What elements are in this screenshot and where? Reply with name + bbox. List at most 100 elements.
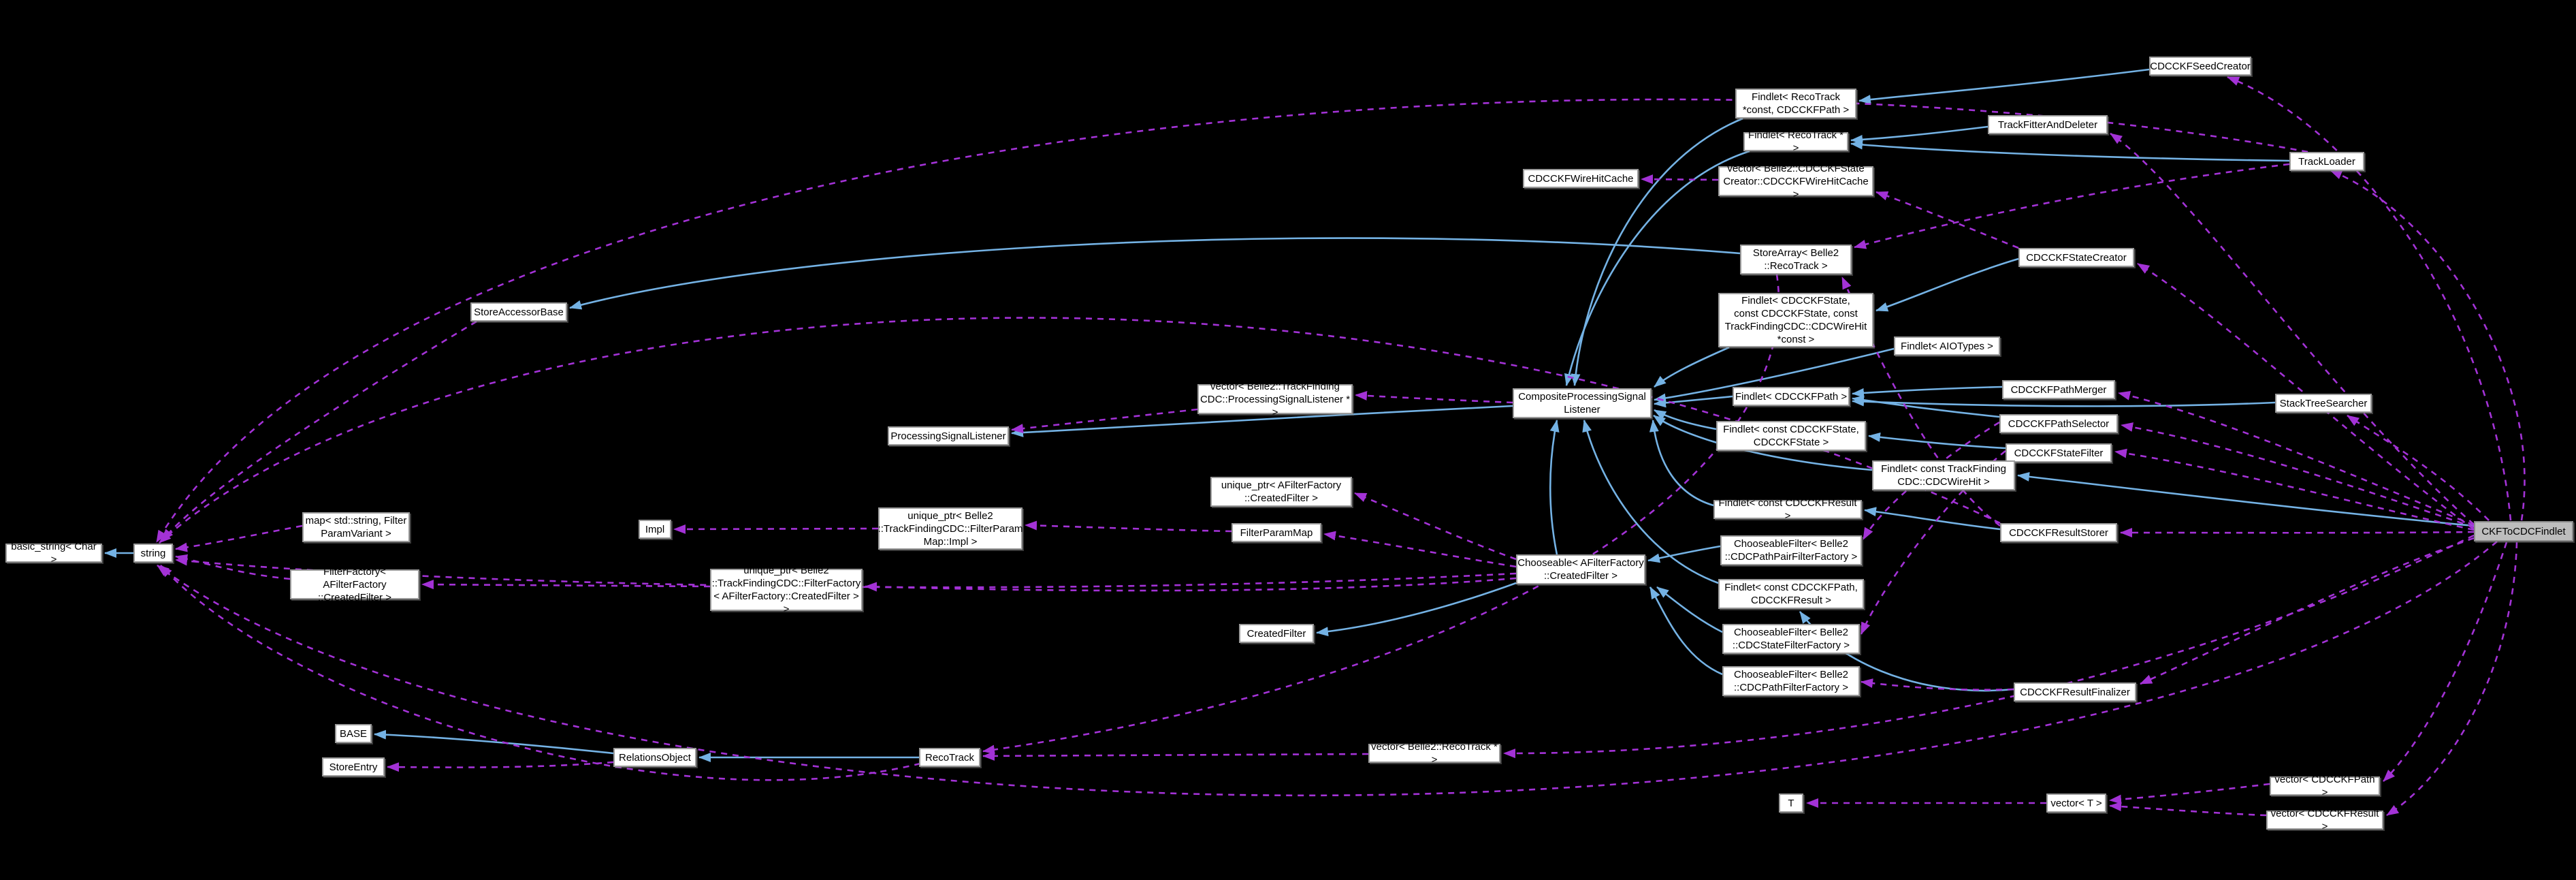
node-vec_result[interactable]: vector< CDCCKFResult > — [2266, 808, 2383, 832]
node-pathmerger[interactable]: CDCCKFPathMerger — [2002, 380, 2115, 399]
node-uptr_impl[interactable]: unique_ptr< Belle2 ::TrackFindingCDC::Fi… — [878, 507, 1023, 550]
node-vec_path[interactable]: vector< CDCCKFPath > — [2270, 774, 2380, 798]
node-storearray[interactable]: StoreArray< Belle2 ::RecoTrack > — [1740, 245, 1852, 274]
edge-tfad-to-findlet_rt — [1850, 125, 1989, 144]
edge-composite-to-psl — [1011, 405, 1513, 437]
node-ckf[interactable]: CKFToCDCFindlet — [2474, 521, 2573, 541]
edge-ckf-to-stacktree — [2347, 414, 2490, 521]
node-findlet_state4[interactable]: Findlet< CDCCKFState, const CDCCKFState,… — [1718, 293, 1873, 347]
edge-chooseable-to-fpm — [1323, 531, 1517, 568]
node-string[interactable]: string — [133, 544, 173, 563]
edge-vec_path-to-vec_T — [2109, 783, 2270, 804]
node-cf_state[interactable]: ChooseableFilter< Belle2 ::CDCStateFilte… — [1722, 624, 1860, 654]
node-findlet_path[interactable]: Findlet< CDCCKFPath > — [1733, 387, 1850, 406]
edge-ckf-to-resultfinalizer — [2140, 537, 2475, 685]
edge-recotrack-to-string — [160, 565, 921, 781]
edge-findlet_rtc-to-composite — [1571, 117, 1743, 386]
edge-ckf-to-findlet_wirehit — [2017, 471, 2475, 527]
edge-findlet_rt-to-composite — [1564, 150, 1750, 386]
edge-ckf-to-pathselector — [2121, 422, 2475, 529]
edge-uptr_ff-to-filterfactory — [421, 580, 711, 590]
node-cf_pathpair[interactable]: ChooseableFilter< Belle2 ::CDCPathPairFi… — [1720, 535, 1862, 565]
node-findlet_rtc[interactable]: Findlet< RecoTrack *const, CDCCKFPath > — [1735, 89, 1856, 119]
edge-statefilter-to-cf_state — [1860, 450, 2006, 635]
node-stacktree[interactable]: StackTreeSearcher — [2275, 394, 2372, 413]
edge-ckf-to-vec_rt — [1503, 534, 2475, 759]
edge-ckf-to-statefilter — [2114, 448, 2475, 531]
node-chooseable[interactable]: Chooseable< AFilterFactory ::CreatedFilt… — [1516, 554, 1645, 584]
edge-chooseable-to-uptr_ff — [865, 577, 1517, 592]
node-tfad[interactable]: TrackFitterAndDeleter — [1988, 115, 2108, 134]
node-recotrack[interactable]: RecoTrack — [919, 748, 980, 767]
edge-storearray-to-recotrack — [982, 274, 1780, 755]
node-whcache[interactable]: CDCCKFWireHitCache — [1523, 169, 1639, 188]
node-storeaccessor[interactable]: StoreAccessorBase — [470, 302, 567, 321]
edge-cf_path-to-chooseable — [1649, 586, 1723, 676]
edge-vec_whc-to-whcache — [1641, 174, 1719, 185]
node-createdfilter[interactable]: CreatedFilter — [1239, 624, 1314, 643]
edge-chooseable-to-uptr_created — [1354, 492, 1517, 561]
node-impl[interactable]: Impl — [639, 520, 671, 539]
node-vec_whc[interactable]: vector< Belle2::CDCCKFState Creator::CDC… — [1718, 163, 1873, 200]
edge-storearray-to-storeaccessor — [569, 237, 1741, 310]
node-cf_path[interactable]: ChooseableFilter< Belle2 ::CDCPathFilter… — [1722, 666, 1860, 696]
edge-statecreator-to-findlet_state4 — [1875, 257, 2019, 312]
node-filterfactory[interactable]: FilterFactory< AFilterFactory ::CreatedF… — [290, 566, 419, 603]
edge-cf_pathpair-to-chooseable — [1647, 545, 1721, 563]
node-fpm[interactable]: FilterParamMap — [1231, 523, 1321, 542]
node-psl[interactable]: ProcessingSignalListener — [888, 426, 1009, 445]
node-loader[interactable]: TrackLoader — [2289, 152, 2364, 171]
edge-ckf-to-vec_path — [2383, 541, 2508, 782]
node-uptr_ff[interactable]: unique_ptr< Belle2 ::TrackFindingCDC::Fi… — [710, 565, 863, 615]
edge-resultstorer-to-findlet_cresult — [1864, 507, 2001, 531]
edge-ckf-to-loader — [2330, 169, 2526, 521]
node-vec_T[interactable]: vector< T > — [2046, 793, 2106, 813]
node-vec_rt[interactable]: vector< Belle2::RecoTrack * > — [1368, 741, 1500, 766]
node-base[interactable]: BASE — [335, 724, 372, 743]
node-findlet_aio[interactable]: Findlet< AIOTypes > — [1894, 336, 2000, 356]
edge-findlet_cresult-to-composite — [1649, 420, 1714, 507]
node-findlet_cpath_res[interactable]: Findlet< const CDCCKFPath, CDCCKFResult … — [1718, 579, 1864, 609]
node-resultstorer[interactable]: CDCCKFResultStorer — [2000, 523, 2117, 542]
edge-ckf-to-statecreator — [2137, 262, 2475, 531]
node-relationsobject[interactable]: RelationsObject — [613, 748, 696, 767]
edge-stacktree-to-findlet_path — [1852, 396, 2276, 407]
edge-findlet_path-to-composite — [1654, 395, 1733, 408]
edge-vec_psl-to-psl — [1011, 408, 1198, 434]
edge-statefilter-to-findlet_cstate — [1868, 432, 2006, 450]
node-basicstring[interactable]: basic_string< Char > — [5, 541, 102, 565]
edge-relationsobject-to-base — [374, 729, 614, 755]
edge-resultstorer-to-storearray — [1841, 277, 2001, 527]
edge-ckf-to-seed — [2227, 76, 2512, 521]
node-resultfinalizer[interactable]: CDCCKFResultFinalizer — [2014, 682, 2136, 702]
edge-seed-to-findlet_rtc — [1858, 68, 2150, 104]
edge-ckf-to-string — [157, 541, 2498, 797]
node-findlet_wirehit[interactable]: Findlet< const TrackFinding CDC::CDCWire… — [1872, 460, 2015, 490]
node-map[interactable]: map< std::string, Filter ParamVariant > — [302, 512, 410, 542]
node-composite[interactable]: CompositeProcessingSignal Listener — [1513, 388, 1652, 418]
edge-findlet_state4-to-composite — [1654, 346, 1730, 388]
node-storeentry[interactable]: StoreEntry — [322, 757, 385, 776]
node-findlet_cstate[interactable]: Findlet< const CDCCKFState, CDCCKFState … — [1716, 421, 1866, 451]
node-T[interactable]: T — [1779, 793, 1803, 813]
edge-resultstorer-to-string — [159, 317, 2001, 544]
edge-ckf-to-tfad — [2110, 132, 2475, 525]
node-findlet_rt[interactable]: Findlet< RecoTrack * > — [1743, 129, 1848, 154]
node-pathselector[interactable]: CDCCKFPathSelector — [1999, 414, 2118, 433]
node-uptr_created[interactable]: unique_ptr< AFilterFactory ::CreatedFilt… — [1210, 477, 1352, 507]
node-statefilter[interactable]: CDCCKFStateFilter — [2006, 443, 2112, 462]
node-findlet_cresult[interactable]: Findlet< const CDCCKFResult > — [1713, 497, 1862, 522]
edge-ckf-to-resultstorer — [2120, 528, 2475, 538]
edge-vec_rt-to-recotrack — [982, 751, 1369, 761]
node-statecreator[interactable]: CDCCKFStateCreator — [2018, 248, 2134, 267]
edge-cf_state-to-chooseable — [1656, 586, 1723, 633]
edge-fpm-to-uptr_impl — [1025, 520, 1232, 533]
node-seed[interactable]: CDCCKFSeedCreator — [2149, 57, 2251, 76]
node-vec_psl[interactable]: vector< Belle2::TrackFinding CDC::Proces… — [1197, 381, 1353, 418]
edge-pathselector-to-findlet_path — [1852, 395, 2000, 418]
edge-storeaccessor-to-string — [161, 320, 477, 541]
edge-chooseable-to-composite — [1549, 420, 1560, 555]
edge-vec_result-to-vec_T — [2109, 802, 2267, 817]
